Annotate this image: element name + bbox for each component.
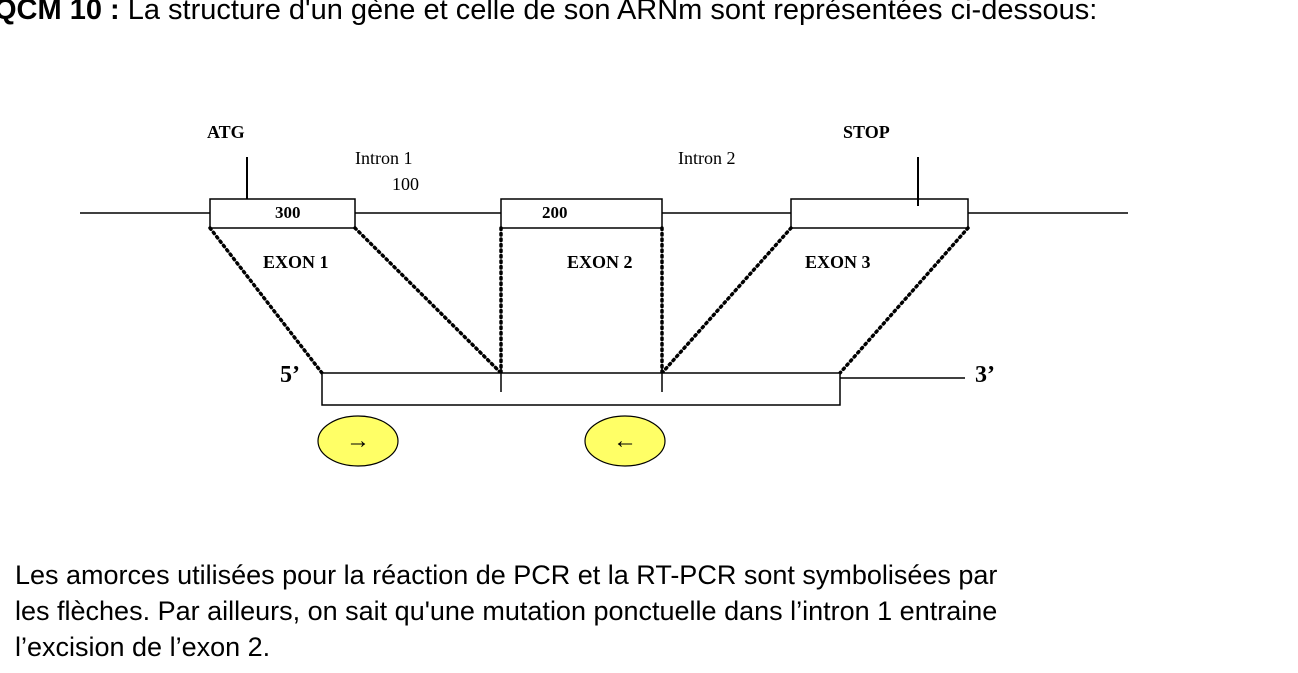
exon3-label: EXON 3 xyxy=(805,252,871,272)
question-heading: QCM 10 : La structure d'un gène et celle… xyxy=(0,0,1097,28)
atg-label: ATG xyxy=(207,122,245,142)
exon2-label: EXON 2 xyxy=(567,252,633,272)
splice-line-exon3-left xyxy=(660,226,793,375)
exon2-length: 200 xyxy=(542,203,568,222)
exon1-length: 300 xyxy=(275,203,301,222)
splice-line-exon1-left xyxy=(208,226,324,375)
forward-primer-arrow-icon: → xyxy=(346,428,370,454)
paragraph-line-3: l’excision de l’exon 2. xyxy=(15,632,271,662)
splice-line-exon1-right xyxy=(353,226,503,375)
question-text: La structure d'un gène et celle de son A… xyxy=(119,0,1098,26)
exon3-box xyxy=(790,198,969,229)
question-number: QCM 10 : xyxy=(0,0,120,26)
reverse-primer-arrow-icon: ← xyxy=(613,428,637,454)
three-prime-label: 3’ xyxy=(975,362,995,388)
reverse-primer xyxy=(584,415,666,467)
explanation-paragraph: Les amorces utilisées pour la réaction d… xyxy=(15,557,997,665)
stop-label: STOP xyxy=(843,122,890,142)
mrna-box xyxy=(321,372,841,406)
exon1-label: EXON 1 xyxy=(263,252,329,272)
forward-primer xyxy=(317,415,399,467)
intron1-length: 100 xyxy=(392,174,419,194)
intron1-label: Intron 1 xyxy=(355,148,413,168)
five-prime-label: 5’ xyxy=(280,362,300,388)
splice-line-exon3-right xyxy=(838,226,970,375)
exon2-box xyxy=(500,198,663,229)
gene-structure-diagram: ATG STOP Intron 1 100 Intron 2 300 200 E… xyxy=(80,122,1128,467)
intron2-label: Intron 2 xyxy=(678,148,736,168)
exon1-box xyxy=(209,198,356,229)
paragraph-line-1: Les amorces utilisées pour la réaction d… xyxy=(15,560,998,590)
paragraph-line-2: les flèches. Par ailleurs, on sait qu'un… xyxy=(15,596,998,626)
